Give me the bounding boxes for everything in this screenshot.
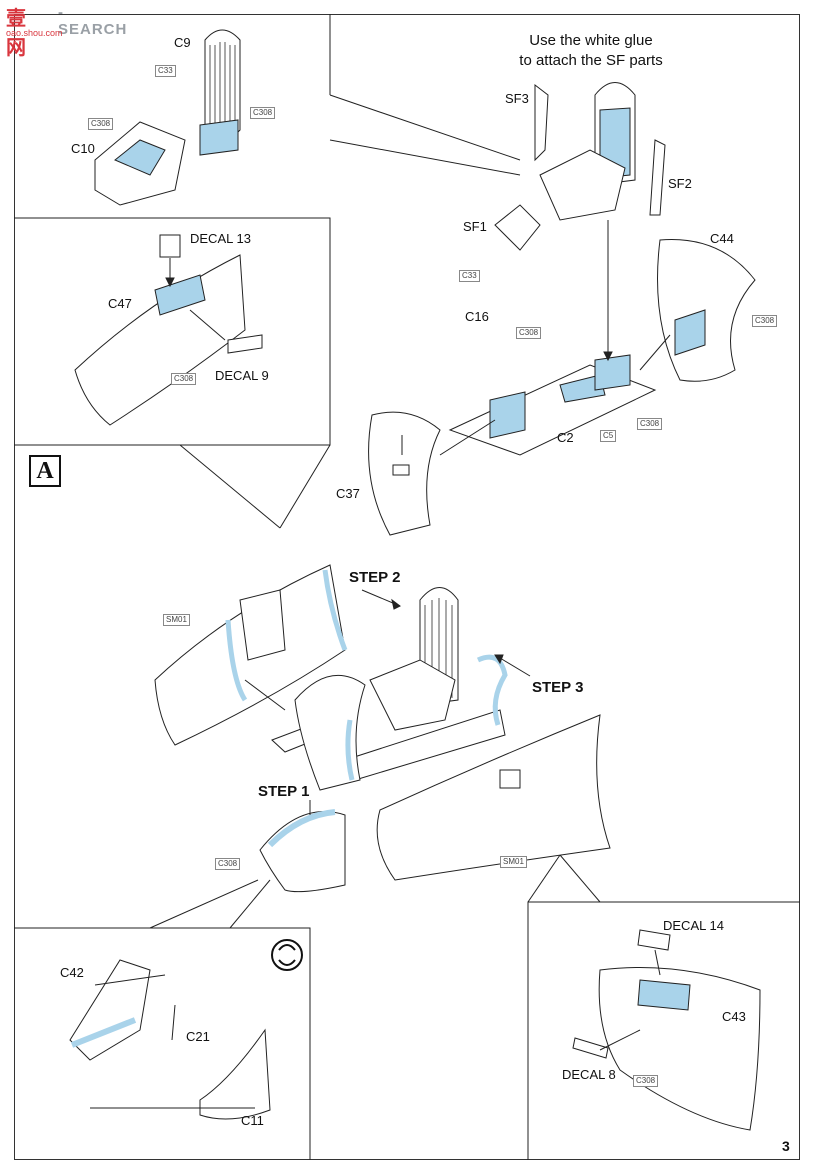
bulkhead-c44-drawing: [657, 239, 756, 382]
part-c42: C42: [60, 965, 84, 980]
part-sf3: SF3: [505, 91, 529, 106]
c42-c11-drawing: [69, 959, 271, 1120]
part-c16: C16: [465, 309, 489, 324]
panel-c47-drawing: [74, 234, 263, 426]
right-side-panel-drawing: [376, 714, 611, 881]
part-decal8: DECAL 8: [562, 1067, 616, 1082]
instruction-note: Use the white glue to attach the SF part…: [496, 31, 686, 71]
part-c11: C11: [241, 1113, 264, 1128]
part-sf1: SF1: [463, 219, 487, 234]
part-decal14: DECAL 14: [663, 918, 724, 933]
floor-c2-drawing: [448, 354, 657, 456]
part-c10: C10: [71, 141, 95, 156]
tag-c308-a: C308: [250, 107, 276, 119]
tag-c308-e: C308: [752, 315, 778, 327]
part-c9: C9: [174, 35, 191, 50]
bulkhead-c37-drawing: [368, 411, 441, 536]
tag-c308-b: C308: [88, 118, 114, 130]
callout-line: [329, 94, 521, 161]
refit-icon: [271, 939, 303, 971]
tag-c308-c: C308: [171, 373, 197, 385]
seat-c9-drawing: [94, 29, 241, 206]
tag-c308-h: C308: [633, 1075, 659, 1087]
front-piece-drawing: [259, 809, 346, 893]
watermark-brand-en: -SEARCH: [58, 4, 128, 38]
part-decal9: DECAL 9: [215, 368, 269, 383]
part-c43: C43: [722, 1009, 746, 1024]
tag-c33-mid: C33: [459, 270, 480, 282]
watermark-url: oao.shou.com: [6, 28, 63, 38]
part-c2: C2: [557, 430, 574, 445]
instruction-note-line2: to attach the SF parts: [519, 52, 663, 69]
part-c47: C47: [108, 296, 132, 311]
tag-c308-d: C308: [516, 327, 542, 339]
step2-label: STEP 2: [349, 569, 401, 586]
main-side-panel-drawing: [154, 564, 348, 746]
watermark-brand-cn: 壹网: [6, 8, 27, 59]
inset-c47-frame: [14, 217, 331, 446]
instruction-note-line1: Use the white glue: [529, 32, 653, 49]
tag-c308-f: C308: [637, 418, 663, 430]
tag-c5: C5: [600, 430, 617, 442]
part-c44: C44: [710, 231, 734, 246]
tag-c33-top: C33: [155, 65, 176, 77]
part-decal13: DECAL 13: [190, 231, 251, 246]
section-letter-box: A: [29, 455, 61, 487]
tag-c308-g: C308: [215, 858, 241, 870]
tag-sm01-b: SM01: [500, 856, 527, 868]
panel-c43-drawing: [572, 929, 761, 1131]
tag-sm01-a: SM01: [163, 614, 190, 626]
main-seat-assembly-drawing: [271, 587, 508, 791]
part-c21: C21: [186, 1029, 210, 1044]
step1-label: STEP 1: [258, 783, 310, 800]
seat-sf-drawing: [494, 82, 666, 251]
part-c37: C37: [336, 486, 360, 501]
part-sf2: SF2: [668, 176, 692, 191]
page-number: 3: [782, 1138, 790, 1154]
step3-label: STEP 3: [532, 679, 584, 696]
page-frame: [14, 14, 800, 1160]
